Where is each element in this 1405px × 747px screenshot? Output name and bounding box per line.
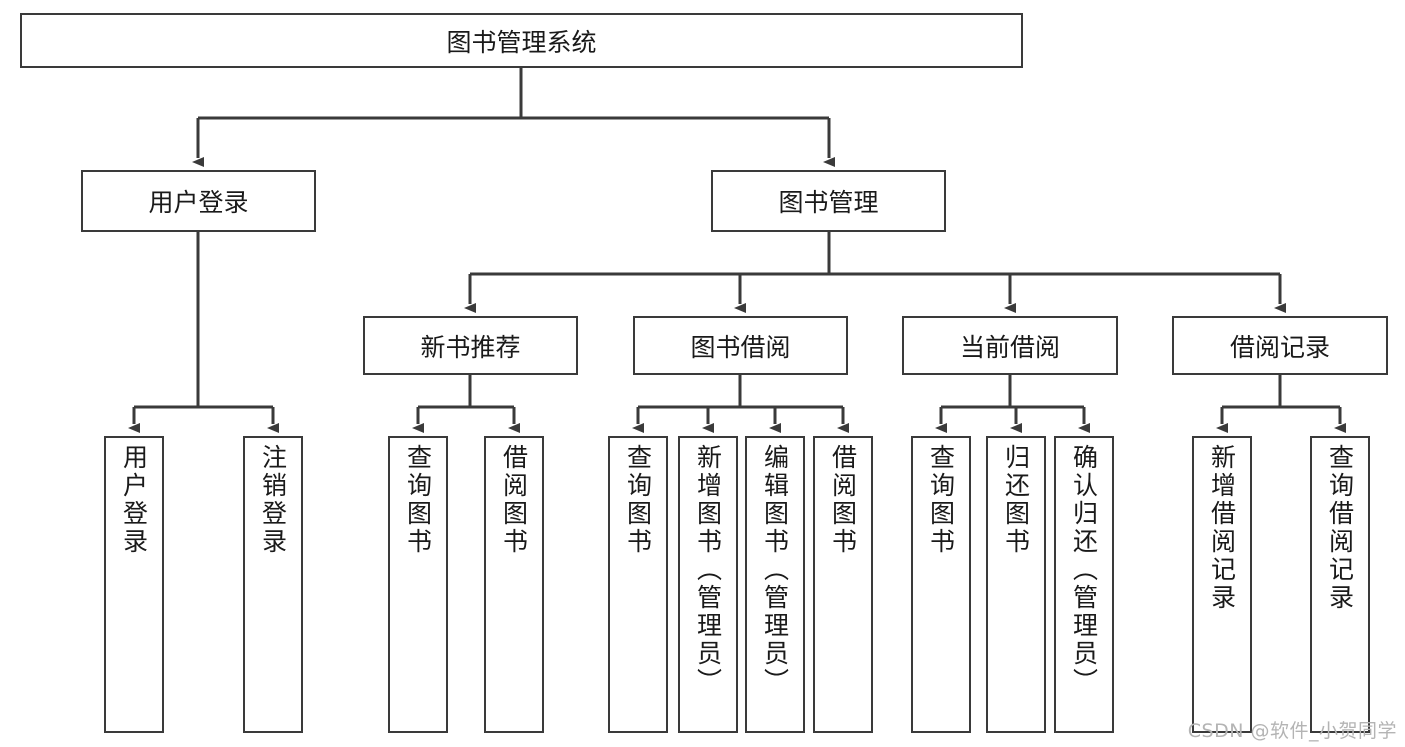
node-root[interactable]: 图书管理系统 xyxy=(20,13,1023,68)
book-borrow-to-leaves-connectors xyxy=(632,375,849,433)
node-leaf-borrow-book-recommend-label: 借阅图书 xyxy=(499,444,529,556)
node-leaf-query-book-recommend-label: 查询图书 xyxy=(403,444,433,556)
user-login-to-leaves-connectors xyxy=(128,232,279,433)
node-leaf-add-book-admin[interactable]: 新增图书（管理员） xyxy=(678,436,738,733)
node-leaf-query-book-borrow[interactable]: 查询图书 xyxy=(608,436,668,733)
node-leaf-query-book-current-label: 查询图书 xyxy=(926,444,956,556)
new-book-recommend-to-leaves-connectors xyxy=(412,375,520,433)
node-book-management[interactable]: 图书管理 xyxy=(711,170,946,232)
node-current-borrow-label: 当前借阅 xyxy=(959,332,1060,362)
node-leaf-edit-book-admin[interactable]: 编辑图书（管理员） xyxy=(745,436,805,733)
node-leaf-return-book-label: 归还图书 xyxy=(1001,444,1031,556)
borrow-record-to-leaves-connectors xyxy=(1216,375,1346,433)
node-book-borrow-label: 图书借阅 xyxy=(690,332,791,362)
node-leaf-query-borrow-record[interactable]: 查询借阅记录 xyxy=(1310,436,1370,733)
node-leaf-user-login-label: 用户登录 xyxy=(119,444,149,556)
node-new-book-recommend[interactable]: 新书推荐 xyxy=(363,316,578,375)
node-leaf-edit-book-admin-label: 编辑图书（管理员） xyxy=(760,444,790,696)
node-new-book-recommend-label: 新书推荐 xyxy=(420,332,521,362)
current-borrow-to-leaves-connectors xyxy=(935,375,1090,433)
root-to-level1-connectors xyxy=(192,68,835,167)
node-leaf-borrow-book-label: 借阅图书 xyxy=(828,444,858,556)
node-leaf-confirm-return-admin-label: 确认归还（管理员） xyxy=(1069,444,1099,696)
node-leaf-borrow-book-recommend[interactable]: 借阅图书 xyxy=(484,436,544,733)
node-borrow-record[interactable]: 借阅记录 xyxy=(1172,316,1388,375)
node-book-management-label: 图书管理 xyxy=(778,188,879,217)
node-leaf-confirm-return-admin[interactable]: 确认归还（管理员） xyxy=(1054,436,1114,733)
node-leaf-query-book-current[interactable]: 查询图书 xyxy=(911,436,971,733)
node-root-label: 图书管理系统 xyxy=(446,27,597,57)
node-leaf-logout-label: 注销登录 xyxy=(258,444,288,556)
node-leaf-logout[interactable]: 注销登录 xyxy=(243,436,303,733)
node-leaf-return-book[interactable]: 归还图书 xyxy=(986,436,1046,733)
node-leaf-query-book-borrow-label: 查询图书 xyxy=(623,444,653,556)
node-leaf-query-borrow-record-label: 查询借阅记录 xyxy=(1325,444,1355,612)
node-borrow-record-label: 借阅记录 xyxy=(1229,332,1330,362)
node-leaf-add-borrow-record-label: 新增借阅记录 xyxy=(1207,444,1237,612)
csdn-watermark: CSDN @软件_小贺同学 xyxy=(1187,720,1397,742)
node-leaf-query-book-recommend[interactable]: 查询图书 xyxy=(388,436,448,733)
book-management-to-level2-connectors xyxy=(464,232,1286,313)
node-leaf-borrow-book[interactable]: 借阅图书 xyxy=(813,436,873,733)
node-book-borrow[interactable]: 图书借阅 xyxy=(633,316,848,375)
node-user-login[interactable]: 用户登录 xyxy=(81,170,316,232)
node-user-login-label: 用户登录 xyxy=(148,188,249,217)
node-leaf-user-login[interactable]: 用户登录 xyxy=(104,436,164,733)
node-leaf-add-book-admin-label: 新增图书（管理员） xyxy=(693,444,723,696)
node-leaf-add-borrow-record[interactable]: 新增借阅记录 xyxy=(1192,436,1252,733)
node-current-borrow[interactable]: 当前借阅 xyxy=(902,316,1118,375)
